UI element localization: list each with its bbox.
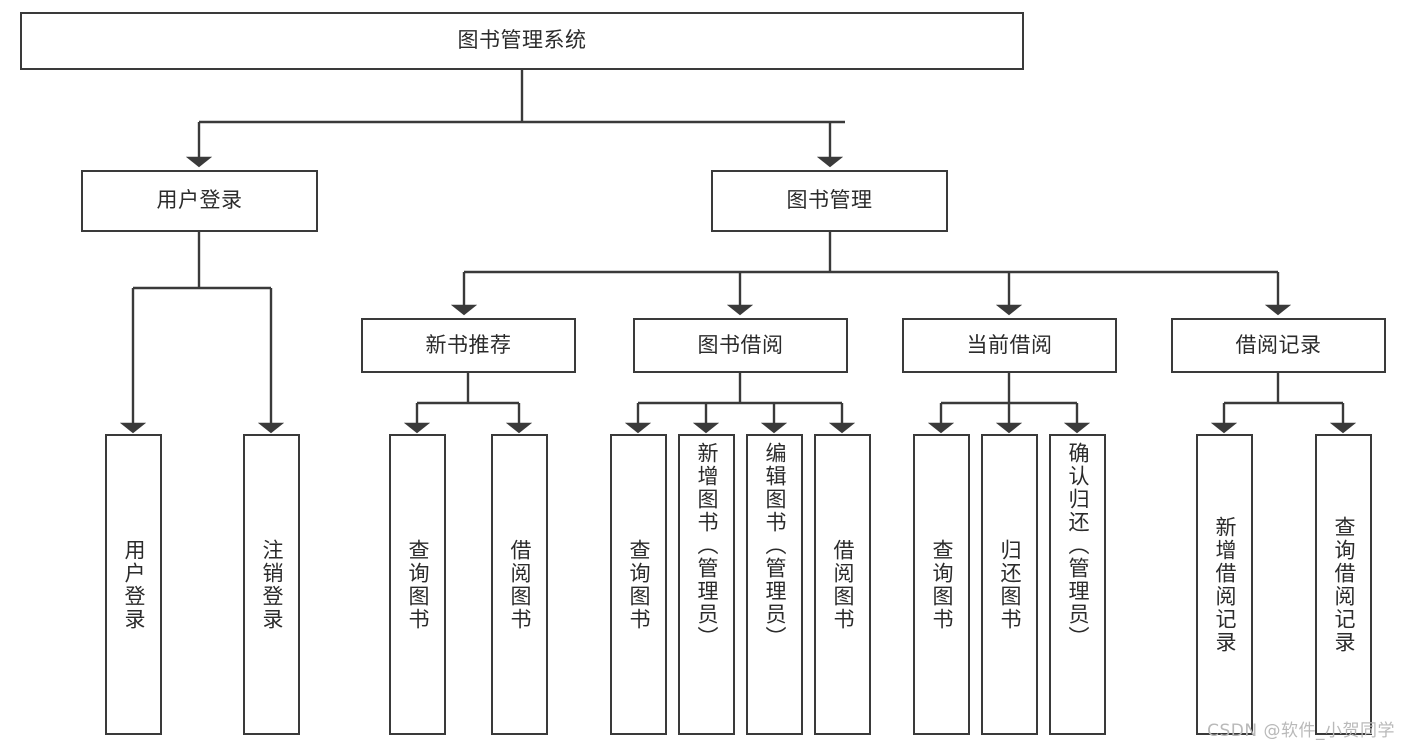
node-leaf-add-record-label: 新增借阅记录 bbox=[1212, 515, 1237, 654]
node-book-manage[interactable]: 图书管理 bbox=[711, 170, 948, 232]
node-leaf-borrow-book-2-label: 借阅图书 bbox=[830, 538, 855, 631]
node-new-book-recommend-label: 新书推荐 bbox=[425, 332, 512, 357]
node-leaf-add-book-label: 新增图书（管理员） bbox=[694, 442, 719, 649]
node-leaf-query-record[interactable]: 查询借阅记录 bbox=[1315, 434, 1372, 735]
node-leaf-add-book[interactable]: 新增图书（管理员） bbox=[678, 434, 735, 735]
node-book-manage-label: 图书管理 bbox=[786, 188, 873, 213]
node-leaf-user-logout-label: 注销登录 bbox=[259, 538, 284, 631]
node-leaf-user-login[interactable]: 用户登录 bbox=[105, 434, 162, 735]
node-leaf-add-record[interactable]: 新增借阅记录 bbox=[1196, 434, 1253, 735]
node-root-label: 图书管理系统 bbox=[457, 28, 587, 53]
node-leaf-query-book-3-label: 查询图书 bbox=[929, 538, 954, 631]
node-leaf-borrow-book-2[interactable]: 借阅图书 bbox=[814, 434, 871, 735]
node-leaf-user-logout[interactable]: 注销登录 bbox=[243, 434, 300, 735]
node-user-login-label: 用户登录 bbox=[156, 188, 243, 213]
node-book-borrow-label: 图书借阅 bbox=[697, 332, 784, 357]
node-leaf-query-book-1[interactable]: 查询图书 bbox=[389, 434, 446, 735]
node-leaf-edit-book[interactable]: 编辑图书（管理员） bbox=[746, 434, 803, 735]
node-current-borrow[interactable]: 当前借阅 bbox=[902, 318, 1117, 373]
node-borrow-record[interactable]: 借阅记录 bbox=[1171, 318, 1386, 373]
node-new-book-recommend[interactable]: 新书推荐 bbox=[361, 318, 576, 373]
node-leaf-query-book-2[interactable]: 查询图书 bbox=[610, 434, 667, 735]
node-leaf-confirm-return[interactable]: 确认归还（管理员） bbox=[1049, 434, 1106, 735]
node-user-login[interactable]: 用户登录 bbox=[81, 170, 318, 232]
node-leaf-borrow-book-1[interactable]: 借阅图书 bbox=[491, 434, 548, 735]
node-leaf-query-record-label: 查询借阅记录 bbox=[1331, 515, 1356, 654]
node-leaf-confirm-return-label: 确认归还（管理员） bbox=[1065, 442, 1090, 649]
node-borrow-record-label: 借阅记录 bbox=[1235, 332, 1322, 357]
node-root[interactable]: 图书管理系统 bbox=[20, 12, 1024, 70]
node-leaf-edit-book-label: 编辑图书（管理员） bbox=[762, 442, 787, 649]
node-leaf-user-login-label: 用户登录 bbox=[121, 538, 146, 631]
node-leaf-return-book[interactable]: 归还图书 bbox=[981, 434, 1038, 735]
node-book-borrow[interactable]: 图书借阅 bbox=[633, 318, 848, 373]
node-leaf-borrow-book-1-label: 借阅图书 bbox=[507, 538, 532, 631]
node-current-borrow-label: 当前借阅 bbox=[966, 332, 1053, 357]
node-leaf-query-book-1-label: 查询图书 bbox=[405, 538, 430, 631]
node-leaf-query-book-3[interactable]: 查询图书 bbox=[913, 434, 970, 735]
node-leaf-return-book-label: 归还图书 bbox=[997, 538, 1022, 631]
csdn-watermark: CSDN @软件_小贺同学 bbox=[1207, 721, 1395, 741]
node-leaf-query-book-2-label: 查询图书 bbox=[626, 538, 651, 631]
